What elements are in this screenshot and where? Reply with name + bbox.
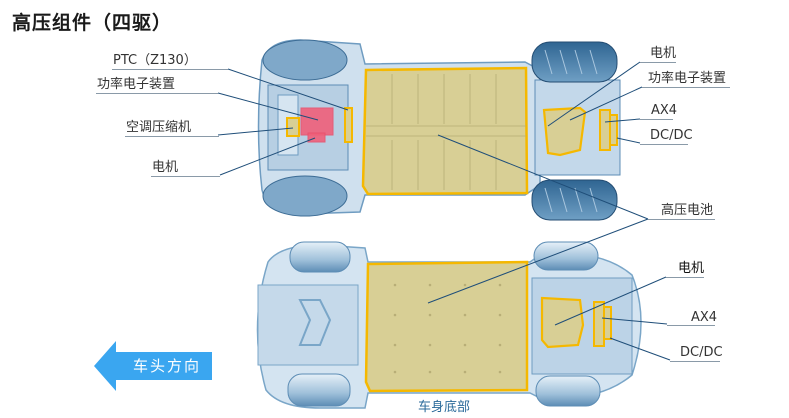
underline (666, 277, 704, 278)
underline (642, 87, 730, 88)
battery-top-highlight (361, 66, 529, 196)
underline (640, 62, 676, 63)
underline (640, 119, 673, 120)
underline (125, 136, 219, 137)
vehicle-front-direction-label: 车头方向 (133, 357, 202, 375)
label-rear-motor: 电机 (650, 46, 677, 61)
label-dcdc-bottom: DC/DC (680, 345, 723, 360)
label-ptc: PTC（Z130） (113, 53, 197, 68)
label-front-power-electronics: 功率电子装置 (97, 77, 176, 92)
label-ac-compressor: 空调压缩机 (126, 120, 192, 135)
page-title: 高压组件（四驱） (12, 12, 173, 34)
underline (151, 176, 220, 177)
underline (96, 93, 218, 94)
label-hv-battery: 高压电池 (661, 203, 714, 218)
label-ax4-top: AX4 (651, 103, 678, 118)
underline (670, 361, 720, 362)
underline (112, 69, 228, 70)
underline (640, 144, 688, 145)
underbody-caption: 车身底部 (418, 400, 471, 415)
label-rear-power-electronics: 功率电子装置 (648, 71, 727, 86)
label-dcdc-top: DC/DC (650, 128, 693, 143)
bottom-chassis (256, 241, 642, 409)
label-front-motor: 电机 (152, 160, 179, 175)
ptc-highlight (300, 107, 334, 136)
underline (667, 325, 715, 326)
label-bottom-motor: 电机 (678, 261, 705, 276)
underline (648, 219, 715, 220)
leader-lines (217, 61, 671, 361)
top-chassis (257, 39, 621, 221)
label-ax4-bottom: AX4 (691, 310, 718, 325)
battery-bottom-highlight (364, 260, 529, 393)
arrow-left-icon (94, 341, 212, 391)
